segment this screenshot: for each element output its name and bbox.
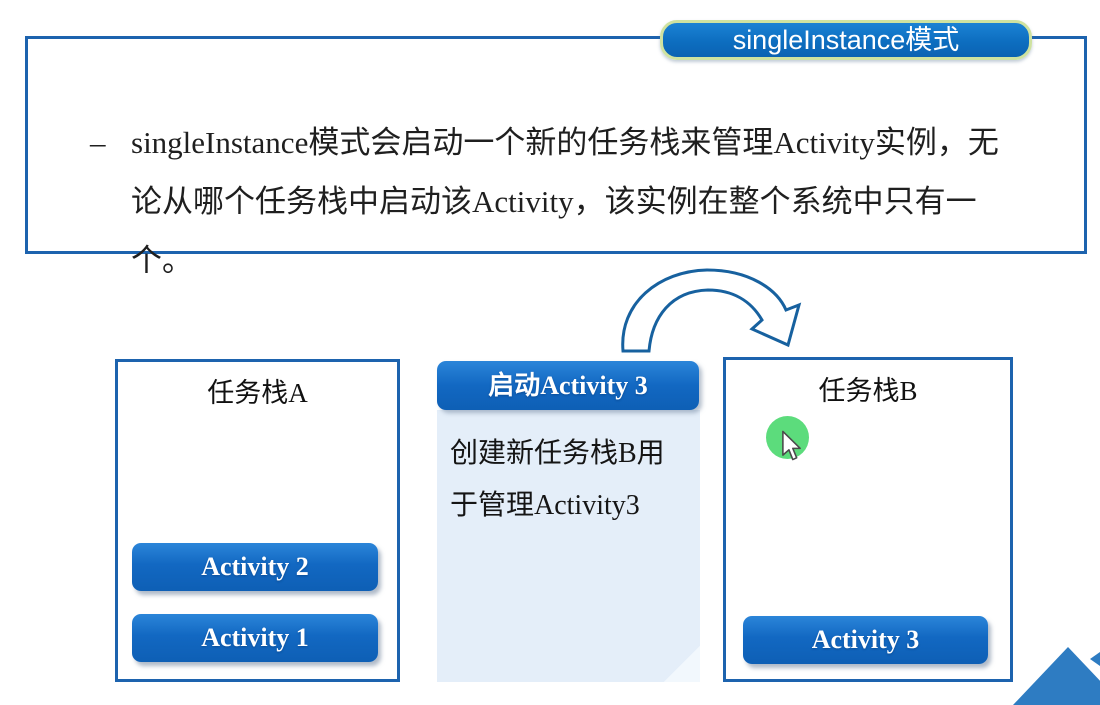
launch-activity-3-header: 启动Activity 3 [437, 361, 699, 410]
note-text: 创建新任务栈B用 于管理Activity3 [450, 428, 665, 532]
activity-3-box: Activity 3 [743, 616, 988, 664]
curved-arrow-icon [621, 268, 802, 353]
description-box: – singleInstance模式会启动一个新的任务栈来管理Activity实… [25, 36, 1087, 278]
corner-triangle-decoration [1013, 647, 1100, 705]
description-text: singleInstance模式会启动一个新的任务栈来管理Activity实例，… [131, 113, 999, 290]
task-stack-b-title: 任务栈B [818, 376, 918, 406]
note-line-1: 创建新任务栈B用 [450, 438, 665, 469]
task-stack-a-title: 任务栈A [207, 378, 308, 408]
title-badge: singleInstance模式 [660, 20, 1032, 60]
activity-1-box: Activity 1 [132, 614, 378, 662]
bullet-dash: – [90, 125, 106, 160]
activity-2-box: Activity 2 [132, 543, 378, 591]
note-card [437, 410, 700, 682]
edge-clipped-triangle-decoration [1090, 652, 1100, 666]
description-line-2: 论从哪个任务栈中启动该Activity，该实例在整个系统中只有一 [131, 184, 977, 219]
description-line-1: singleInstance模式会启动一个新的任务栈来管理Activity实例，… [131, 125, 999, 160]
mouse-cursor-icon [782, 430, 801, 461]
note-line-2: 于管理Activity3 [450, 490, 640, 521]
description-line-3: 个。 [131, 243, 193, 278]
